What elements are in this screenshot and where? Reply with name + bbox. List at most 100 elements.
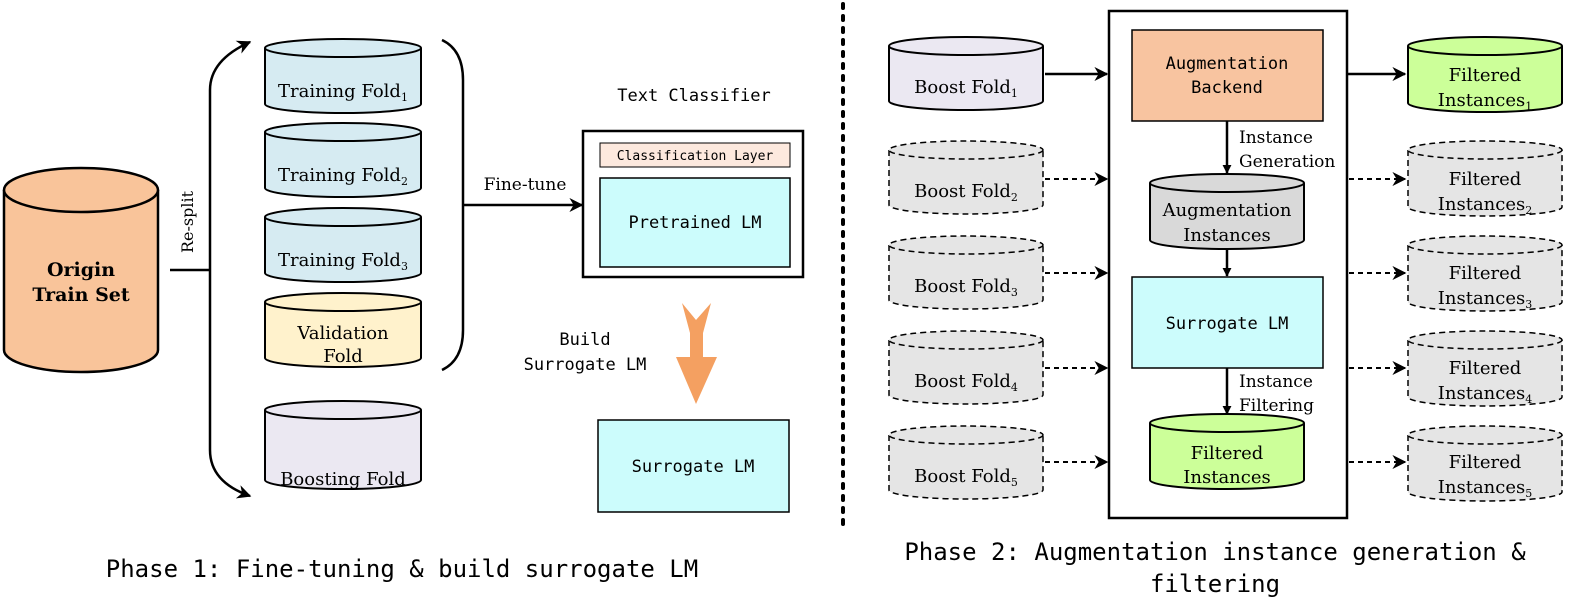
output-filtered-3-line1: Filtered bbox=[1449, 263, 1522, 284]
svg-text:Training Fold2: Training Fold2 bbox=[278, 165, 408, 188]
boost-fold-1-cylinder: Boost Fold1 bbox=[888, 36, 1044, 111]
origin-top bbox=[2, 166, 160, 214]
instance-filtering-line1: Instance bbox=[1239, 372, 1313, 392]
svg-text:Training Fold3: Training Fold3 bbox=[278, 250, 408, 273]
filtered-instances-cylinder: Filtered Instances bbox=[1149, 413, 1305, 490]
svg-text:Training Fold1: Training Fold1 bbox=[278, 81, 408, 104]
augmentation-backend-line1: Augmentation bbox=[1166, 54, 1289, 74]
output-filtered-5-cylinder: Filtered Instances5 bbox=[1407, 425, 1563, 502]
output-filtered-2-sub: 2 bbox=[1525, 204, 1532, 217]
training-fold-2-cylinder: Training Fold2 bbox=[264, 122, 422, 198]
phase2-caption-line2: filtering bbox=[1150, 570, 1280, 598]
augmentation-backend-line2: Backend bbox=[1191, 78, 1263, 98]
boost-fold-3-cylinder: Boost Fold3 bbox=[888, 235, 1044, 310]
origin-label-line1: Origin bbox=[47, 259, 115, 281]
boost-fold-2-sub: 2 bbox=[1011, 191, 1018, 204]
pretrained-lm-box bbox=[599, 177, 791, 268]
svg-text:Boost Fold3: Boost Fold3 bbox=[914, 276, 1018, 299]
phase2-caption-line1: Phase 2: Augmentation instance generatio… bbox=[904, 538, 1526, 566]
output-filtered-5-sub: 5 bbox=[1525, 487, 1532, 500]
output-filtered-1-line2: Instances bbox=[1438, 90, 1525, 111]
boost-fold-3-sub: 3 bbox=[1011, 286, 1018, 299]
training-fold-1-label: Training Fold bbox=[278, 81, 401, 102]
boost-fold-5-sub: 5 bbox=[1011, 476, 1018, 489]
augmentation-instances-line2: Instances bbox=[1183, 225, 1270, 246]
output-filtered-2-cylinder: Filtered Instances2 bbox=[1407, 140, 1563, 217]
surrogate-lm-box-phase2 bbox=[1131, 276, 1324, 369]
boost-fold-1-sub: 1 bbox=[1011, 87, 1018, 100]
instance-filtering-line2: Filtering bbox=[1239, 396, 1314, 416]
resplit-connector bbox=[170, 40, 252, 499]
svg-text:Boost Fold1: Boost Fold1 bbox=[914, 77, 1018, 100]
output-filtered-1-cylinder: Filtered Instances1 bbox=[1407, 36, 1563, 113]
svg-text:Boost Fold2: Boost Fold2 bbox=[914, 181, 1018, 204]
boosting-fold-label: Boosting Fold bbox=[280, 469, 406, 490]
filtered-instances-line2: Instances bbox=[1183, 467, 1270, 488]
svg-text:Boost Fold5: Boost Fold5 bbox=[914, 466, 1018, 489]
svg-text:Boost Fold4: Boost Fold4 bbox=[914, 371, 1018, 394]
training-fold-1-cylinder: Training Fold1 bbox=[264, 38, 422, 114]
boost-fold-4-sub: 4 bbox=[1011, 381, 1018, 394]
phase1-section: Origin Train Set Re-split Training Fold1… bbox=[2, 38, 805, 583]
output-filtered-2-line1: Filtered bbox=[1449, 169, 1522, 190]
instance-generation-line2: Generation bbox=[1239, 152, 1335, 172]
svg-text:Instances2: Instances2 bbox=[1438, 194, 1532, 217]
boost-fold-5-cylinder: Boost Fold5 bbox=[888, 425, 1044, 500]
training-fold-1-sub: 1 bbox=[401, 91, 408, 104]
validation-label-line2: Fold bbox=[323, 346, 363, 367]
svg-text:Instances3: Instances3 bbox=[1438, 288, 1532, 311]
output-filtered-5-line1: Filtered bbox=[1449, 452, 1522, 473]
svg-text:Instances4: Instances4 bbox=[1438, 383, 1532, 406]
augmentation-backend-box bbox=[1131, 29, 1324, 122]
pretrained-lm-label: Pretrained LM bbox=[628, 213, 761, 233]
build-surrogate-line2: Surrogate LM bbox=[524, 355, 647, 375]
output-filtered-3-cylinder: Filtered Instances3 bbox=[1407, 235, 1563, 312]
boost-fold-2-cylinder: Boost Fold2 bbox=[888, 140, 1044, 215]
output-filtered-3-line2: Instances bbox=[1438, 288, 1525, 309]
output-filtered-5-line2: Instances bbox=[1438, 477, 1525, 498]
svg-text:Instances5: Instances5 bbox=[1438, 477, 1532, 500]
instance-generation-line1: Instance bbox=[1239, 128, 1313, 148]
output-filtered-1-line1: Filtered bbox=[1449, 65, 1522, 86]
output-filtered-4-cylinder: Filtered Instances4 bbox=[1407, 330, 1563, 407]
output-filtered-2-line2: Instances bbox=[1438, 194, 1525, 215]
boost-fold-2-label: Boost Fold bbox=[914, 181, 1011, 202]
build-surrogate-arrow bbox=[676, 303, 717, 404]
surrogate-lm-label-phase1: Surrogate LM bbox=[632, 457, 755, 477]
build-surrogate-line1: Build bbox=[559, 330, 610, 350]
finetune-label: Fine-tune bbox=[484, 175, 567, 195]
training-fold-3-cylinder: Training Fold3 bbox=[264, 207, 422, 283]
origin-train-set-cylinder: Origin Train Set bbox=[2, 166, 160, 374]
fold-bracket bbox=[441, 38, 465, 372]
filtered-instances-line1: Filtered bbox=[1191, 443, 1264, 464]
classification-layer-box bbox=[599, 142, 791, 168]
output-filtered-4-sub: 4 bbox=[1525, 393, 1532, 406]
augmentation-instances-cylinder: Augmentation Instances bbox=[1149, 173, 1305, 250]
origin-label-line2: Train Set bbox=[32, 284, 130, 306]
surrogate-lm-box-phase1 bbox=[597, 419, 790, 513]
boost-fold-4-cylinder: Boost Fold4 bbox=[888, 330, 1044, 405]
origin-body bbox=[2, 190, 160, 374]
svg-text:Instances1: Instances1 bbox=[1438, 90, 1532, 113]
surrogate-lm-label-phase2: Surrogate LM bbox=[1166, 314, 1289, 334]
phase1-caption: Phase 1: Fine-tuning & build surrogate L… bbox=[106, 555, 698, 583]
validation-fold-cylinder: Validation Fold bbox=[264, 292, 422, 368]
boost-fold-3-label: Boost Fold bbox=[914, 276, 1011, 297]
boost-fold-4-label: Boost Fold bbox=[914, 371, 1011, 392]
training-fold-3-sub: 3 bbox=[401, 260, 408, 273]
training-fold-3-label: Training Fold bbox=[278, 250, 401, 271]
training-fold-2-label: Training Fold bbox=[278, 165, 401, 186]
boost-fold-1-label: Boost Fold bbox=[914, 77, 1011, 98]
boost-fold-5-label: Boost Fold bbox=[914, 466, 1011, 487]
output-filtered-4-line1: Filtered bbox=[1449, 358, 1522, 379]
boosting-fold-cylinder: Boosting Fold bbox=[264, 400, 422, 490]
resplit-label: Re-split bbox=[178, 190, 197, 253]
output-filtered-1-sub: 1 bbox=[1525, 100, 1532, 113]
phase2-section: Boost Fold1 Boost Fold2 Boost Fold3 Boos… bbox=[888, 9, 1563, 598]
augmentation-instances-line1: Augmentation bbox=[1162, 200, 1292, 221]
training-fold-2-sub: 2 bbox=[401, 175, 408, 188]
text-classifier-title: Text Classifier bbox=[617, 86, 771, 106]
validation-label-line1: Validation bbox=[296, 323, 389, 344]
output-filtered-4-line2: Instances bbox=[1438, 383, 1525, 404]
